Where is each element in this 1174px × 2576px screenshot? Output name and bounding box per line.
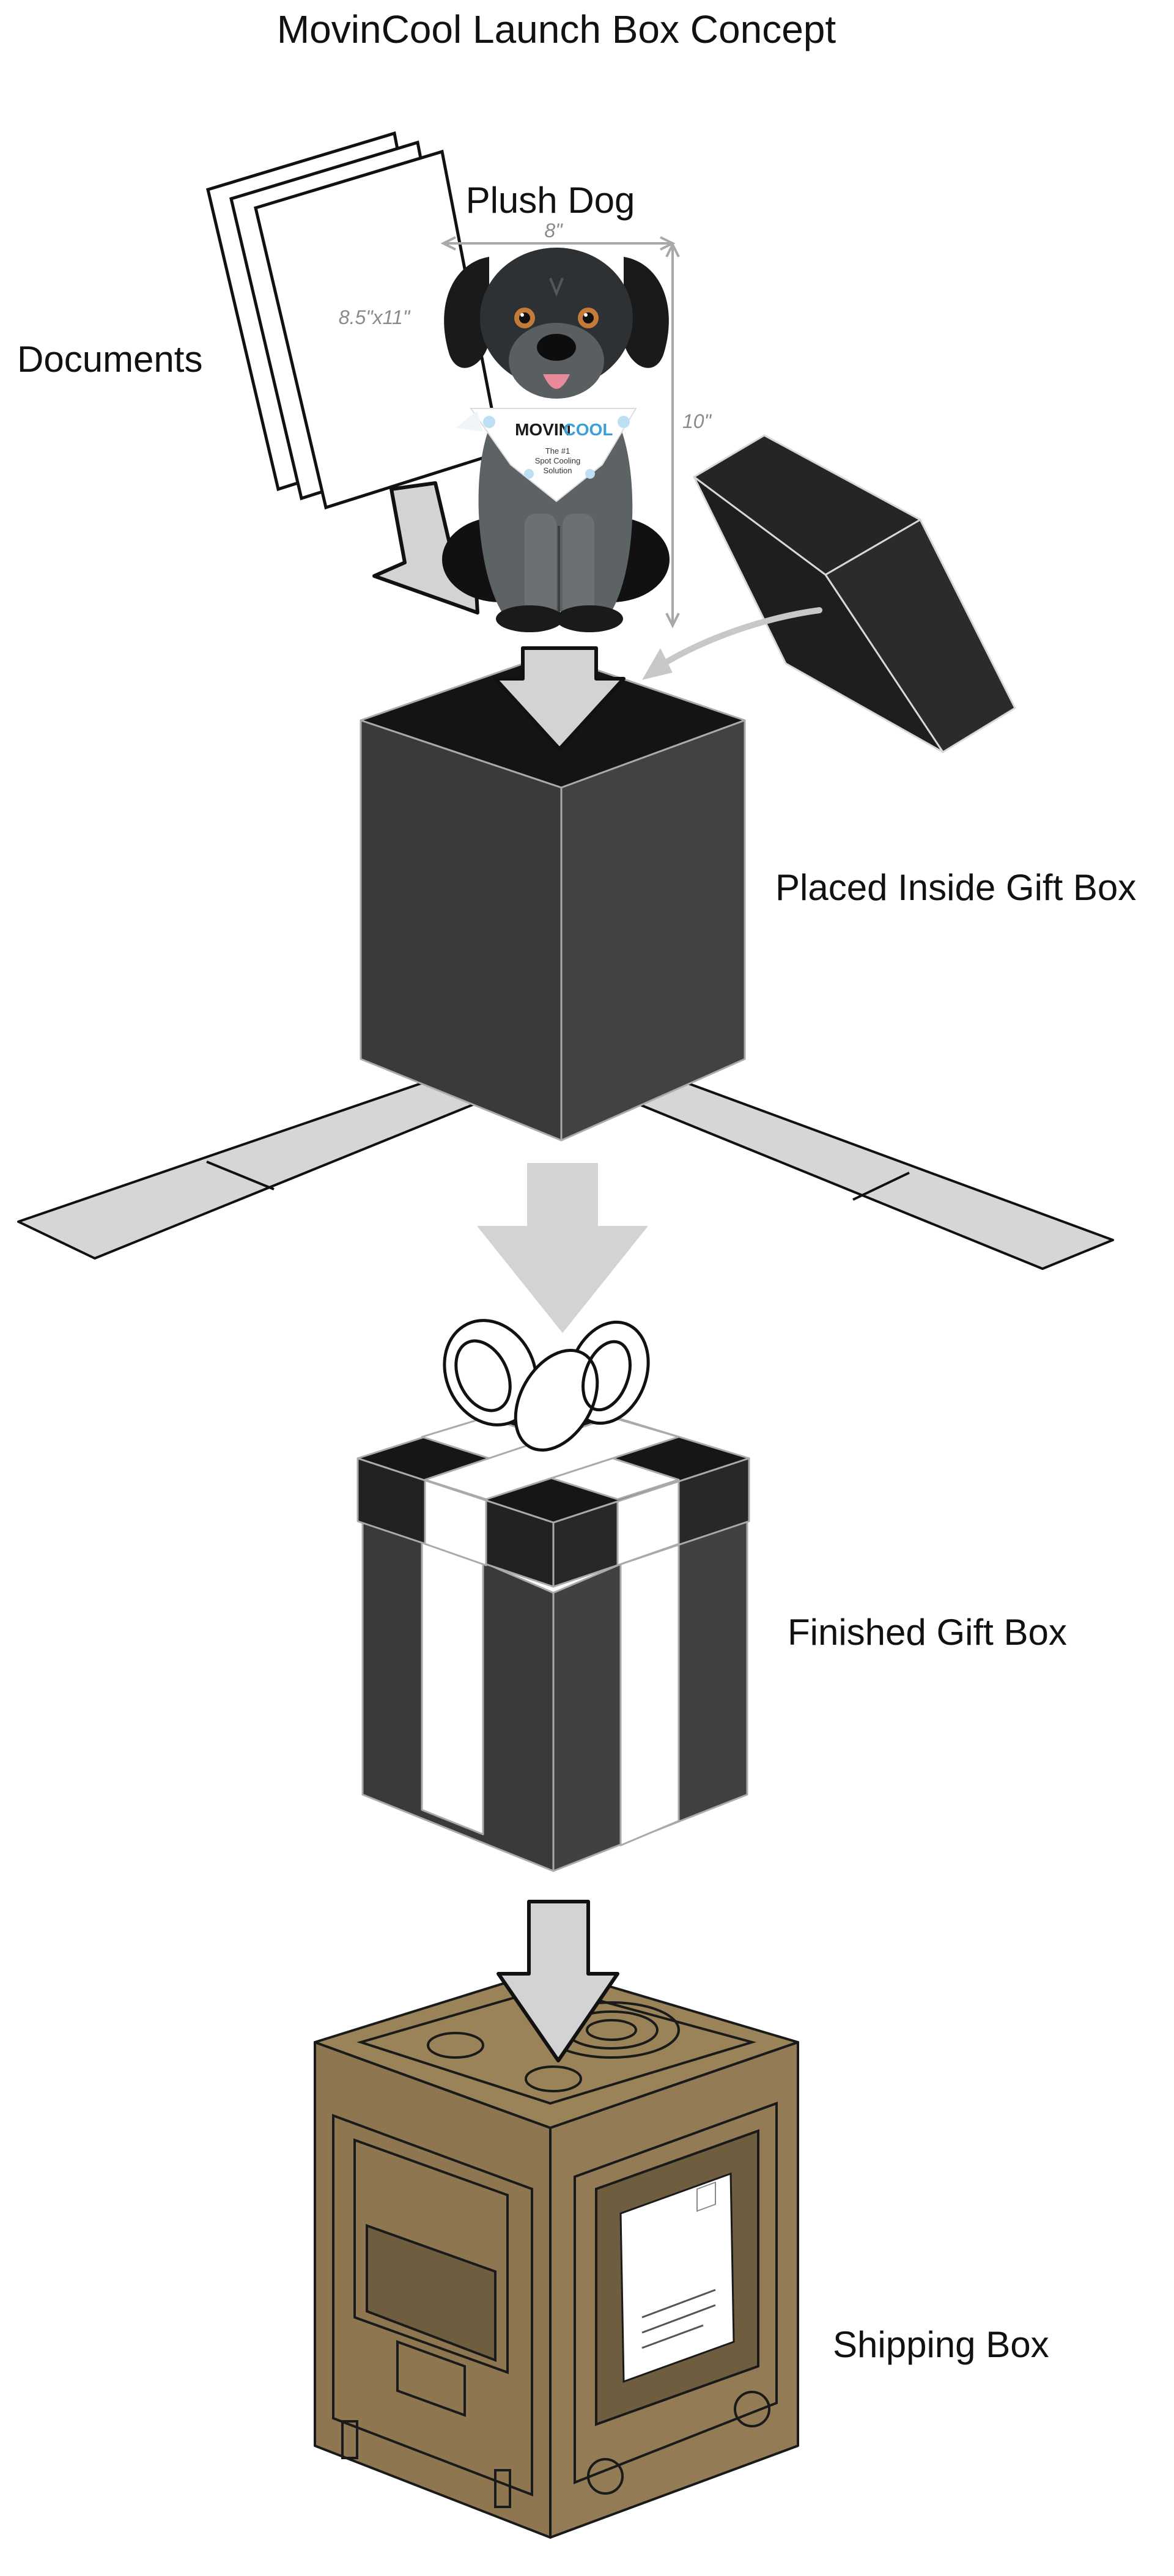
lid-arrow-head	[642, 648, 673, 680]
finished-gift-box-label: Finished Gift Box	[788, 1612, 1067, 1653]
documents-stack	[206, 131, 502, 510]
bandana-line-1: The #1	[545, 446, 570, 456]
gift-into-shipping-arrow	[497, 1900, 619, 2062]
placed-inside-label: Placed Inside Gift Box	[775, 867, 1136, 908]
dog-height-dimension	[665, 242, 680, 629]
shipping-box-left-panel	[332, 2114, 533, 2508]
lid-arrow-curve	[656, 607, 822, 670]
dog-height-label: 10"	[682, 410, 712, 432]
paper-size-label: 8.5"x11"	[339, 306, 411, 328]
documents-label: Documents	[17, 339, 202, 380]
plush-dog-label: Plush Dog	[466, 180, 635, 221]
shipping-label	[619, 2172, 735, 2383]
finished-gift-box	[356, 1396, 750, 1872]
diagram-title: MovinCool Launch Box Concept	[277, 7, 836, 51]
floor-ribbons	[17, 1080, 1114, 1270]
dog-width-label: 8"	[544, 220, 563, 242]
dog-into-box-arrow	[493, 646, 626, 751]
bandana-brand-cool: COOL	[564, 420, 613, 439]
gift-box-lid	[693, 434, 1016, 753]
flow-arrow-1	[477, 1163, 648, 1333]
bandana-line-2: Spot Cooling	[535, 456, 580, 465]
bandana-line-3: Solution	[544, 466, 572, 475]
bandana-brand-movin: MOVIN	[515, 420, 571, 439]
plush-dog: MOVIN COOL The #1 Spot Cooling Solution	[442, 248, 670, 632]
gift-bow	[443, 1319, 650, 1452]
shipping-box-label: Shipping Box	[833, 2324, 1049, 2365]
